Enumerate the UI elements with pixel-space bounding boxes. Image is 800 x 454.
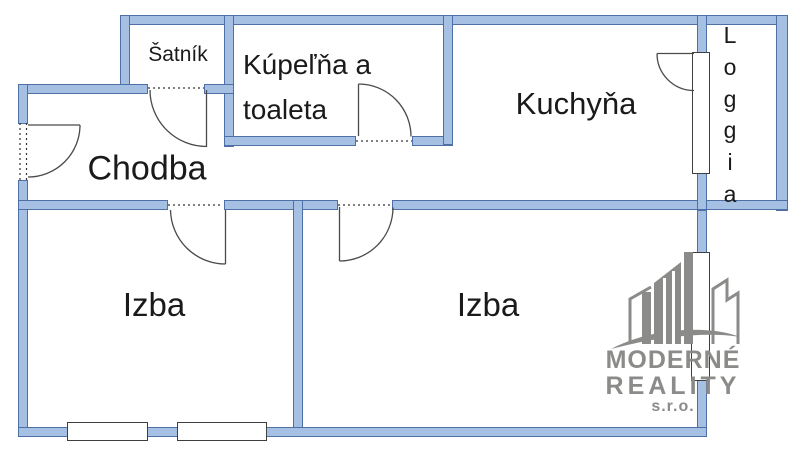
logo-building-bar — [642, 292, 651, 344]
loggia-letter: g — [723, 85, 737, 112]
logo-building-right-outline — [711, 277, 740, 344]
label-izba-right: Izba — [456, 286, 520, 323]
window-izba-left-2 — [177, 422, 267, 441]
label-kupelna-line2: toaleta — [243, 94, 328, 125]
loggia-letter: a — [723, 180, 737, 207]
door-arc-izba-right — [339, 207, 394, 262]
label-izba-left: Izba — [122, 286, 186, 323]
wall-bottom-outer — [18, 427, 707, 437]
label-kupelna-line1: Kúpeľňa a — [243, 49, 372, 80]
wall-mid-center — [224, 200, 338, 210]
label-chodba: Chodba — [87, 149, 207, 188]
logo-swoosh — [611, 329, 740, 349]
label-kuchyna: Kuchyňa — [515, 86, 637, 121]
logo-building-mid — [654, 262, 681, 344]
loggia-letter: L — [723, 22, 737, 48]
agency-logo-name: MODERNÉ — [605, 346, 741, 374]
loggia-letter: g — [723, 117, 737, 144]
wall-right-outer-loggia — [776, 15, 788, 211]
door-arc-balcony — [656, 53, 695, 92]
wall-bath-bottom-left — [224, 136, 356, 146]
loggia-letter: i — [727, 149, 733, 176]
wall-satnik-bottom-seg — [204, 84, 234, 94]
wall-kitchen-left — [443, 15, 453, 145]
window-izba-left-1 — [67, 422, 148, 441]
wall-left-outer-upper — [18, 84, 28, 124]
window-balcony-door — [692, 52, 710, 174]
agency-logo-buildings-icon — [611, 252, 740, 349]
loggia-letter: o — [723, 53, 737, 80]
logo-building-tower — [684, 252, 693, 344]
logo-building-slit — [663, 278, 666, 344]
logo-building-slit — [672, 271, 675, 344]
agency-logo-suffix: s.r.o. — [651, 398, 695, 415]
wall-satnik-right — [224, 15, 234, 147]
door-arc-satnik — [149, 89, 207, 148]
label-loggia: L o g g i a — [714, 22, 746, 208]
label-kupelna: Kúpeľňa a toaleta — [243, 42, 371, 132]
wall-mid-left — [18, 200, 168, 210]
door-arc-entrance — [27, 124, 81, 178]
wall-mid-right — [392, 200, 788, 210]
agency-logo-name2: REALITY — [605, 372, 741, 400]
logo-building-left-outline — [628, 285, 652, 344]
door-arc-bathroom — [358, 83, 412, 137]
label-satnik: Šatník — [148, 43, 208, 66]
door-arc-izba-left — [169, 209, 226, 265]
